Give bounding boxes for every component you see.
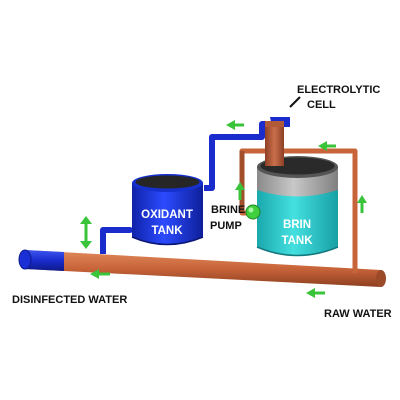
arrow-icon bbox=[80, 216, 92, 249]
arrow-icon bbox=[318, 141, 336, 151]
oxidant-tank-label-line2: TANK bbox=[151, 225, 183, 237]
raw-water-pipe bbox=[25, 250, 386, 287]
flow-arrows bbox=[80, 96, 367, 298]
brine-loop-pipe bbox=[239, 148, 358, 273]
electrolytic-cell bbox=[265, 121, 284, 166]
brin-tank-label-line1: BRIN bbox=[283, 219, 311, 231]
arrow-icon bbox=[357, 195, 367, 213]
arrow-icon bbox=[226, 120, 244, 130]
arrow-icon bbox=[90, 269, 110, 279]
brin-tank bbox=[256, 156, 339, 257]
arrow-icon bbox=[289, 96, 301, 108]
disinfected-pipe-end bbox=[18, 249, 64, 271]
brine-pump-label-line2: PUMP bbox=[210, 220, 242, 232]
disinfected-water-label: DISINFECTED WATER bbox=[12, 294, 127, 306]
brine-pump-label-line1: BRINE bbox=[211, 204, 245, 216]
raw-water-label: RAW WATER bbox=[324, 308, 392, 320]
electrolytic-label-line2: CELL bbox=[307, 99, 336, 111]
arrow-icon bbox=[306, 288, 325, 298]
arrow-icon bbox=[235, 182, 245, 200]
electrolytic-label-line1: ELECTROLYTIC bbox=[297, 84, 380, 96]
oxidant-tank-label-line1: OXIDANT bbox=[141, 209, 193, 221]
oxidant-tank bbox=[131, 174, 204, 246]
brin-tank-label-line2: TANK bbox=[281, 235, 313, 247]
pump-icon bbox=[245, 204, 261, 220]
oxidant-drain-pipe bbox=[100, 227, 133, 254]
